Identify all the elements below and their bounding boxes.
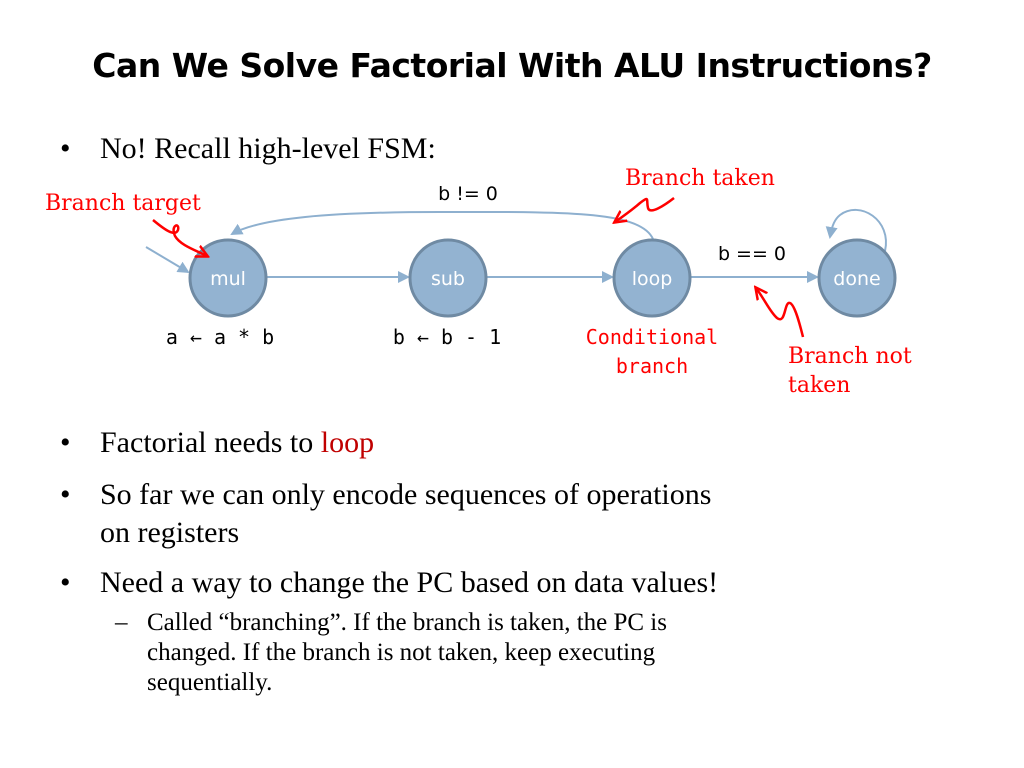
intro-bullet-text: No! Recall high-level FSM: bbox=[100, 132, 436, 165]
branch-taken-label: Branch taken bbox=[625, 166, 775, 191]
branch-not-taken-arrow bbox=[756, 288, 805, 338]
bullet-marker: • bbox=[60, 478, 71, 511]
back-edge-label: b != 0 bbox=[438, 183, 498, 205]
bullet-pc-text: Need a way to change the PC based on dat… bbox=[100, 566, 719, 599]
node-loop: loop bbox=[612, 238, 692, 318]
bullet-loop-text: Factorial needs to bbox=[100, 426, 321, 459]
fsm-diagram: mul sub loop done b != 0 b == 0 a ← a * … bbox=[45, 166, 912, 398]
sub-bullet-line3: sequentially. bbox=[147, 669, 273, 696]
bullet-marker: • bbox=[60, 132, 71, 165]
entry-edge bbox=[145, 246, 190, 274]
sub-bullet-line1: Called “branching”. If the branch is tak… bbox=[147, 609, 667, 636]
node-mul: mul bbox=[188, 238, 268, 318]
bullet-marker: • bbox=[60, 566, 71, 599]
branch-target-label: Branch target bbox=[45, 191, 201, 216]
bullet-sequences-line1: So far we can only encode sequences of o… bbox=[100, 478, 712, 511]
branch-target-arrow bbox=[152, 219, 207, 256]
bullet-marker: • bbox=[60, 426, 71, 459]
dash-marker: – bbox=[115, 609, 128, 636]
sub-action: b ← b - 1 bbox=[393, 325, 501, 349]
branch-not-taken-label-line2: taken bbox=[788, 373, 850, 398]
loop-highlight: loop bbox=[320, 426, 375, 459]
node-sub-label: sub bbox=[431, 268, 465, 290]
loop-action-line2: branch bbox=[616, 354, 688, 378]
node-done: done bbox=[817, 238, 897, 318]
node-mul-label: mul bbox=[210, 268, 246, 290]
branch-taken-arrow bbox=[615, 197, 675, 222]
node-loop-label: loop bbox=[632, 268, 673, 290]
branch-not-taken-label-line1: Branch not bbox=[788, 344, 912, 369]
loop-action-line1: Conditional bbox=[586, 325, 718, 349]
node-sub: sub bbox=[408, 238, 488, 318]
self-loop-done bbox=[825, 209, 887, 252]
exit-edge-label: b == 0 bbox=[718, 243, 786, 265]
bullet-sequences-line2: on registers bbox=[100, 516, 240, 549]
back-edge-loop-mul bbox=[230, 210, 654, 240]
slide-title: Can We Solve Factorial With ALU Instruct… bbox=[92, 46, 932, 85]
node-done-label: done bbox=[833, 268, 880, 290]
mul-action: a ← a * b bbox=[166, 325, 274, 349]
sub-bullet-line2: changed. If the branch is not taken, kee… bbox=[147, 639, 656, 666]
